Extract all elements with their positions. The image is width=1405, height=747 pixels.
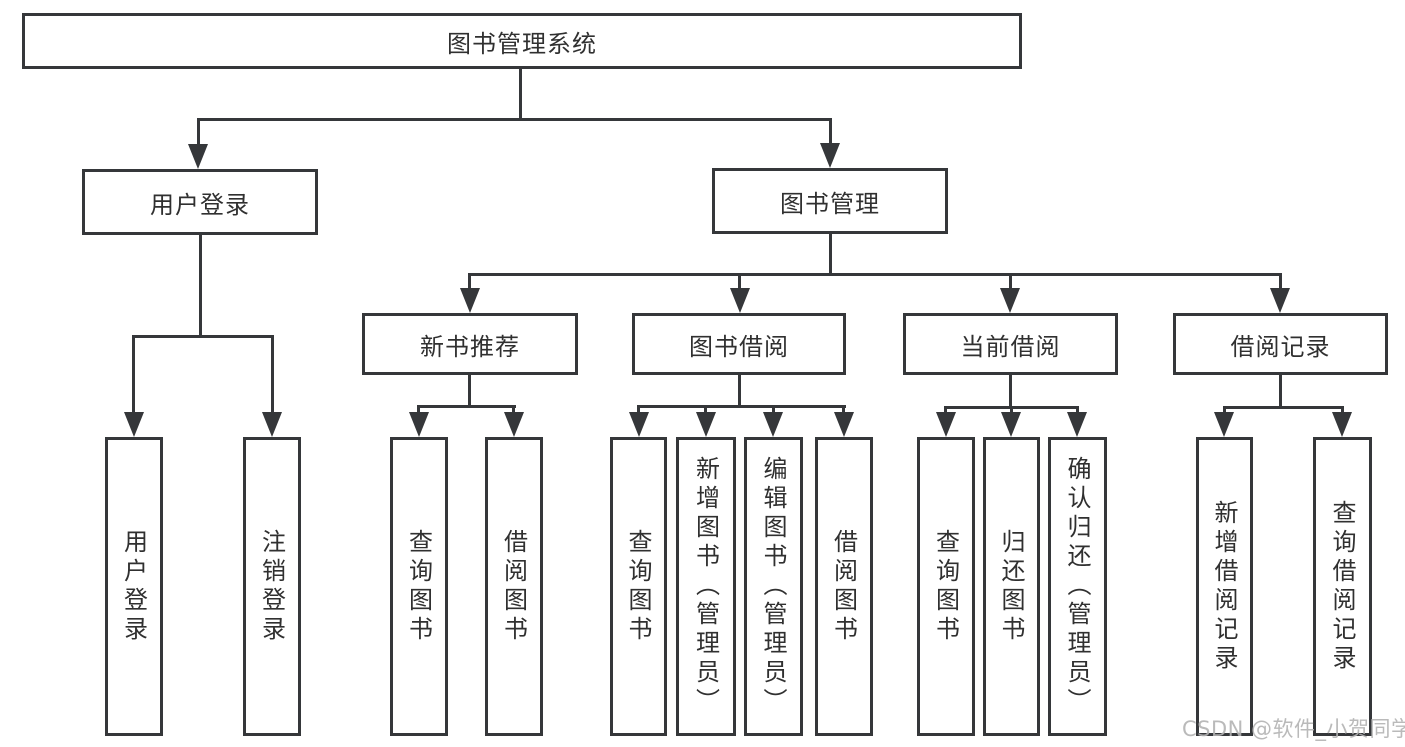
- connector-drop-book-borrow: [738, 273, 741, 293]
- connector-drop-user-login: [197, 118, 200, 150]
- node-borrow-records: 借阅记录: [1173, 313, 1388, 375]
- connector-root-bus: [197, 118, 832, 121]
- watermark: CSDN @软件_小贺同学: [1182, 717, 1405, 741]
- connector-drop: [772, 405, 775, 417]
- arrow-down-icon: [1270, 288, 1290, 313]
- arrow-down-icon: [1001, 412, 1021, 437]
- node-current-borrow: 当前借阅: [903, 313, 1118, 375]
- arrow-down-icon: [1067, 412, 1087, 437]
- arrow-down-icon: [820, 143, 840, 168]
- connector-book-mgmt-bus: [468, 273, 1282, 276]
- connector-drop-logout-leaf: [271, 335, 274, 420]
- leaf-return-book: 归还图书: [983, 437, 1040, 736]
- arrow-down-icon: [730, 288, 750, 313]
- leaf-add-borrow-record: 新增借阅记录: [1196, 437, 1253, 736]
- arrow-down-icon: [1000, 288, 1020, 313]
- connector-user-login-stem: [199, 235, 202, 335]
- leaf-query-borrow-record: 查询借阅记录: [1313, 437, 1372, 736]
- leaf-logout: 注销登录: [243, 437, 301, 736]
- connector-book-borrow-bus: [637, 405, 846, 408]
- leaf-query-book-borrow: 查询图书: [610, 437, 667, 736]
- connector-drop-current-borrow: [1009, 273, 1012, 293]
- connector-root-stem: [519, 69, 522, 118]
- connector-drop: [944, 406, 947, 417]
- connector-drop-book-mgmt: [829, 118, 832, 150]
- leaf-query-book-recommend: 查询图书: [390, 437, 448, 736]
- arrow-down-icon: [1332, 412, 1352, 437]
- connector-book-borrow-stem: [738, 375, 741, 406]
- connector-drop-borrow-records: [1279, 273, 1282, 293]
- connector-drop: [417, 405, 420, 417]
- arrow-down-icon: [696, 412, 716, 437]
- arrow-down-icon: [763, 412, 783, 437]
- arrow-down-icon: [188, 144, 208, 169]
- connector-borrow-records-stem: [1279, 375, 1282, 407]
- node-new-book-recommend: 新书推荐: [362, 313, 578, 375]
- node-library-system: 图书管理系统: [22, 13, 1022, 69]
- connector-new-book-bus: [417, 405, 516, 408]
- leaf-user-login: 用户登录: [105, 437, 163, 736]
- connector-borrow-records-bus: [1223, 406, 1344, 409]
- connector-drop: [512, 405, 515, 417]
- connector-current-borrow-stem: [1009, 375, 1012, 407]
- arrow-down-icon: [629, 412, 649, 437]
- node-book-borrow: 图书借阅: [632, 313, 846, 375]
- arrow-down-icon: [936, 412, 956, 437]
- arrow-down-icon: [1214, 412, 1234, 437]
- leaf-borrow-book-recommend: 借阅图书: [485, 437, 543, 736]
- connector-drop: [637, 405, 640, 417]
- leaf-query-book-current: 查询图书: [917, 437, 975, 736]
- leaf-add-book-admin: 新增图书（管理员）: [676, 437, 736, 736]
- connector-drop: [842, 405, 845, 417]
- arrow-down-icon: [409, 412, 429, 437]
- connector-drop: [1076, 406, 1079, 417]
- arrow-down-icon: [460, 288, 480, 313]
- connector-drop-login-leaf: [132, 335, 135, 420]
- connector-book-mgmt-stem: [829, 234, 832, 273]
- connector-drop: [1223, 406, 1226, 417]
- connector-new-book-stem: [468, 375, 471, 406]
- leaf-borrow-book: 借阅图书: [815, 437, 873, 736]
- node-book-management: 图书管理: [712, 168, 948, 234]
- arrow-down-icon: [124, 412, 144, 437]
- arrow-down-icon: [834, 412, 854, 437]
- connector-drop: [1341, 406, 1344, 417]
- arrow-down-icon: [504, 412, 524, 437]
- connector-drop: [704, 405, 707, 417]
- arrow-down-icon: [262, 412, 282, 437]
- connector-drop: [1010, 406, 1013, 417]
- connector-user-login-bus: [132, 335, 274, 338]
- leaf-confirm-return-admin: 确认归还（管理员）: [1048, 437, 1107, 736]
- connector-drop-new-book: [468, 273, 471, 293]
- leaf-edit-book-admin: 编辑图书（管理员）: [744, 437, 803, 736]
- node-user-login: 用户登录: [82, 169, 318, 235]
